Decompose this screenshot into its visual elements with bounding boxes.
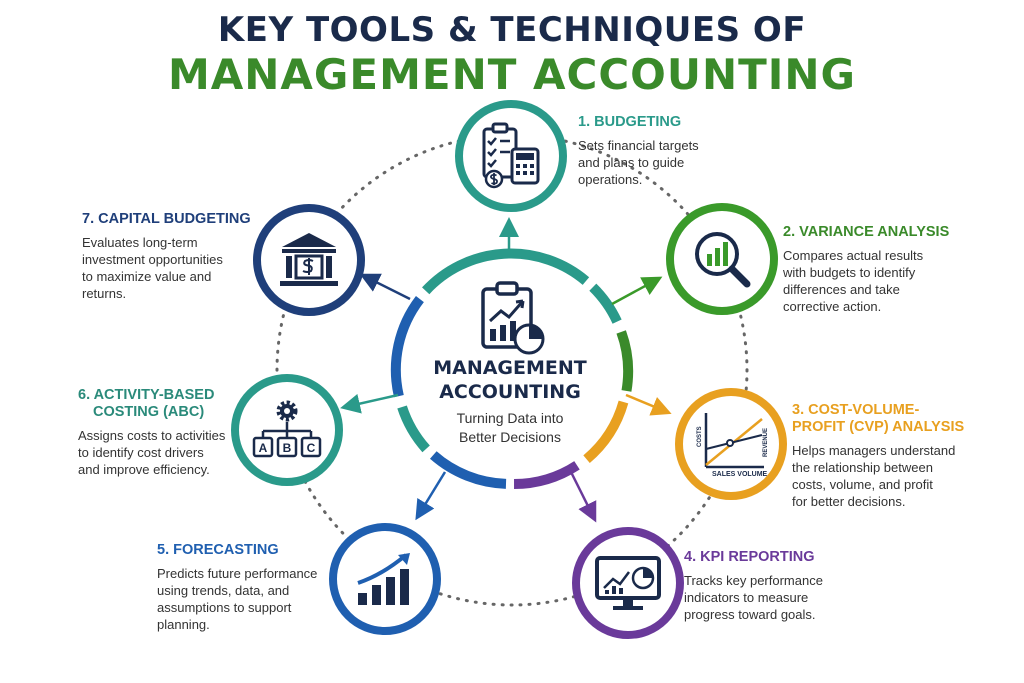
forecasting-desc-line: planning.	[157, 617, 210, 632]
abc-desc-line: and improve efficiency.	[78, 462, 210, 477]
cvp-desc-line: for better decisions.	[792, 494, 906, 509]
activity-based-costing-description: Assigns costs to activities to identify …	[78, 427, 248, 478]
gear-icon	[276, 400, 298, 422]
variance-desc-line: differences and take	[783, 282, 900, 297]
kpi-desc-line: indicators to measure	[684, 590, 809, 605]
kpi-desc-line: Tracks key performance	[684, 573, 823, 588]
cvp-desc-line: the relationship between	[792, 460, 933, 475]
budgeting-node	[455, 100, 567, 212]
center-subtitle-line-2: Better Decisions	[459, 429, 561, 445]
variance-desc-line: Compares actual results	[783, 248, 924, 263]
capital-desc-line: returns.	[82, 286, 127, 301]
abc-desc-line: Assigns costs to activities	[78, 428, 226, 443]
cvp-analysis-description: Helps managers understand the relationsh…	[792, 442, 997, 510]
center-title-line-1: MANAGEMENT	[433, 357, 587, 379]
activity-based-costing-label: 6. ACTIVITY-BASED COSTING (ABC) Assigns …	[78, 387, 248, 478]
arrow-to-activity-based-costing	[340, 393, 399, 414]
budgeting-description: Sets financial targets and plans to guid…	[578, 137, 758, 188]
variance-analysis-node	[666, 203, 778, 315]
cvp-title-line-2: PROFIT (CVP) ANALYSIS	[792, 419, 965, 435]
activity-based-costing-node: A B C	[231, 374, 343, 486]
arrow-to-cvp-analysis	[625, 393, 672, 416]
kpi-reporting-label: 4. KPI REPORTING Tracks key performance …	[684, 549, 884, 623]
budget-checklist-calculator-icon	[482, 122, 540, 189]
title-line-1: KEY TOOLS & TECHNIQUES OF	[217, 10, 807, 50]
center-title: MANAGEMENT ACCOUNTING	[405, 356, 615, 404]
variance-desc-line: with budgets to identify	[783, 265, 916, 280]
budgeting-desc-line: and plans to guide	[578, 155, 685, 170]
capital-budgeting-label: 7. CAPITAL BUDGETING Evaluates long-term…	[82, 211, 257, 302]
kpi-reporting-node	[572, 527, 684, 639]
capital-budgeting-title: 7. CAPITAL BUDGETING	[82, 211, 251, 227]
abc-box-a: A	[259, 441, 268, 455]
center-title-line-2: ACCOUNTING	[439, 381, 581, 403]
cvp-graph-icon: COSTS REVENUE SALES VOLUME	[697, 413, 769, 478]
capital-budgeting-description: Evaluates long-term investment opportuni…	[82, 234, 257, 302]
forecasting-desc-line: assumptions to support	[157, 600, 292, 615]
capital-desc-line: to maximize value and	[82, 269, 212, 284]
abc-title-line-1: 6. ACTIVITY-BASED	[78, 387, 215, 403]
title-line-2: MANAGEMENT ACCOUNTING	[167, 50, 857, 99]
budgeting-desc-line: Sets financial targets	[578, 138, 699, 153]
bank-dollar-icon	[280, 233, 338, 286]
abc-box-c: C	[307, 441, 316, 455]
monitor-dashboard-icon	[595, 556, 661, 610]
forecasting-label: 5. FORECASTING Predicts future performan…	[157, 542, 327, 633]
variance-analysis-title: 2. VARIANCE ANALYSIS	[783, 224, 950, 240]
cvp-analysis-label: 3. COST-VOLUME- PROFIT (CVP) ANALYSIS He…	[792, 402, 997, 510]
arrow-to-kpi-reporting	[568, 469, 597, 523]
budgeting-label: 1. BUDGETING Sets financial targets and …	[578, 114, 758, 188]
arrow-to-forecasting	[415, 471, 447, 521]
center-subtitle: Turning Data into Better Decisions	[405, 409, 615, 447]
kpi-reporting-description: Tracks key performance indicators to mea…	[684, 572, 884, 623]
cvp-axis-revenue: REVENUE	[763, 428, 769, 457]
cvp-desc-line: Helps managers understand	[792, 443, 956, 458]
forecasting-title: 5. FORECASTING	[157, 542, 279, 558]
variance-analysis-description: Compares actual results with budgets to …	[783, 247, 983, 315]
budgeting-desc-line: operations.	[578, 172, 643, 187]
capital-budgeting-node	[253, 204, 365, 316]
forecasting-desc-line: Predicts future performance	[157, 566, 318, 581]
trend-bars-icon	[357, 553, 410, 605]
activity-based-costing-title: 6. ACTIVITY-BASED COSTING (ABC)	[78, 387, 248, 421]
abc-box-b: B	[283, 441, 292, 455]
gear-abc-icon: A B C	[252, 400, 322, 458]
forecasting-node	[329, 523, 441, 635]
arrow-to-variance-analysis	[611, 276, 663, 306]
cvp-analysis-node: COSTS REVENUE SALES VOLUME	[675, 388, 787, 500]
budgeting-title: 1. BUDGETING	[578, 114, 682, 130]
forecasting-description: Predicts future performance using trends…	[157, 565, 327, 633]
capital-desc-line: investment opportunities	[82, 252, 223, 267]
cvp-analysis-title: 3. COST-VOLUME- PROFIT (CVP) ANALYSIS	[792, 402, 997, 436]
cvp-axis-sales-volume: SALES VOLUME	[712, 471, 768, 478]
cvp-desc-line: costs, volume, and profit	[792, 477, 933, 492]
abc-title-line-2: COSTING (ABC)	[93, 404, 205, 420]
capital-desc-line: Evaluates long-term	[82, 235, 198, 250]
center-ring	[390, 248, 634, 489]
forecasting-desc-line: using trends, data, and	[157, 583, 290, 598]
clipboard-chart-icon	[481, 281, 545, 355]
cvp-axis-costs: COSTS	[697, 426, 703, 447]
center-subtitle-line-1: Turning Data into	[456, 410, 564, 426]
abc-desc-line: to identify cost drivers	[78, 445, 204, 460]
kpi-reporting-title: 4. KPI REPORTING	[684, 549, 815, 565]
kpi-desc-line: progress toward goals.	[684, 607, 816, 622]
variance-desc-line: corrective action.	[783, 299, 882, 314]
cvp-title-line-1: 3. COST-VOLUME-	[792, 402, 920, 418]
arrow-to-capital-budgeting	[359, 273, 411, 301]
magnifier-chart-icon	[695, 232, 751, 288]
variance-analysis-label: 2. VARIANCE ANALYSIS Compares actual res…	[783, 224, 983, 315]
